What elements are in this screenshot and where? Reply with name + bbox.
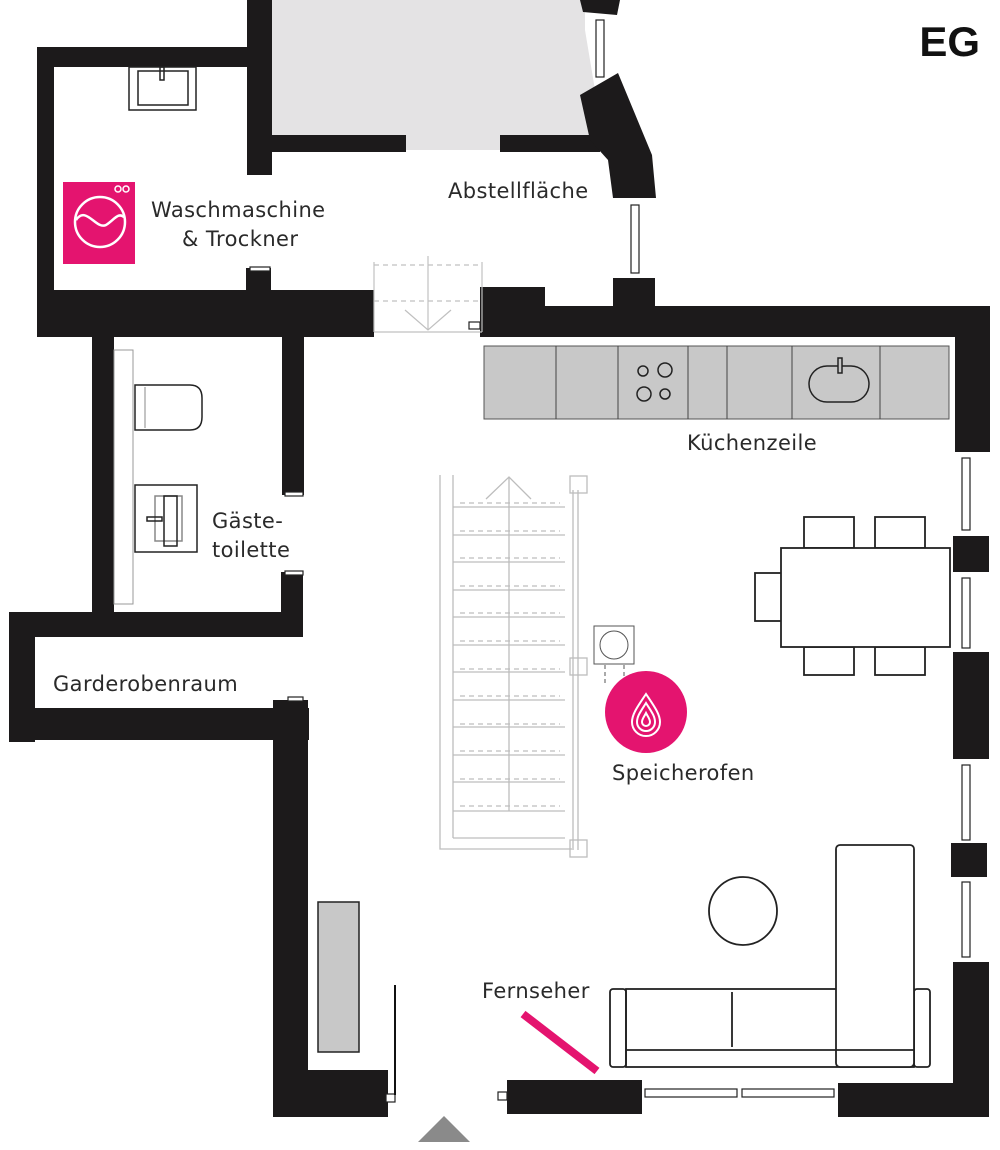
walls	[9, 0, 990, 1117]
kitchen-counter	[483, 345, 950, 420]
flame-icon	[605, 671, 687, 753]
guest-wc-label-line1: Gäste-	[212, 509, 284, 533]
washbasin-icon	[134, 484, 198, 553]
windows	[249, 19, 971, 1103]
wardrobe	[317, 901, 360, 1053]
tv-label: Fernseher	[482, 979, 590, 1003]
tv-icon	[520, 1010, 600, 1075]
entrance-arrow-icon	[418, 1116, 470, 1142]
cloakroom-label: Garderobenraum	[53, 672, 239, 696]
stove-label: Speicherofen	[612, 761, 755, 785]
kitchen-label: Küchenzeile	[687, 431, 818, 455]
kitchen-sink-icon	[808, 357, 870, 403]
stove-flue	[593, 625, 635, 685]
toilet-icon	[134, 384, 203, 431]
laundry-label-line1: Waschmaschine	[151, 198, 326, 222]
cooktop-icon	[636, 362, 673, 402]
floor-label: EG	[919, 18, 980, 65]
washing-machine-icon	[63, 182, 135, 264]
stairs-down	[373, 256, 483, 333]
coffee-table	[708, 876, 778, 946]
staircase	[439, 475, 588, 858]
storage-area	[272, 0, 600, 150]
laundry-label-line2: & Trockner	[182, 227, 299, 251]
guest-wc-fixtures	[113, 349, 203, 605]
laundry-sink-icon	[128, 66, 197, 111]
sofa	[609, 844, 931, 1068]
guest-wc-label-line2: toilette	[212, 538, 291, 562]
dining-table	[754, 516, 951, 676]
storage-label: Abstellfläche	[448, 179, 589, 203]
